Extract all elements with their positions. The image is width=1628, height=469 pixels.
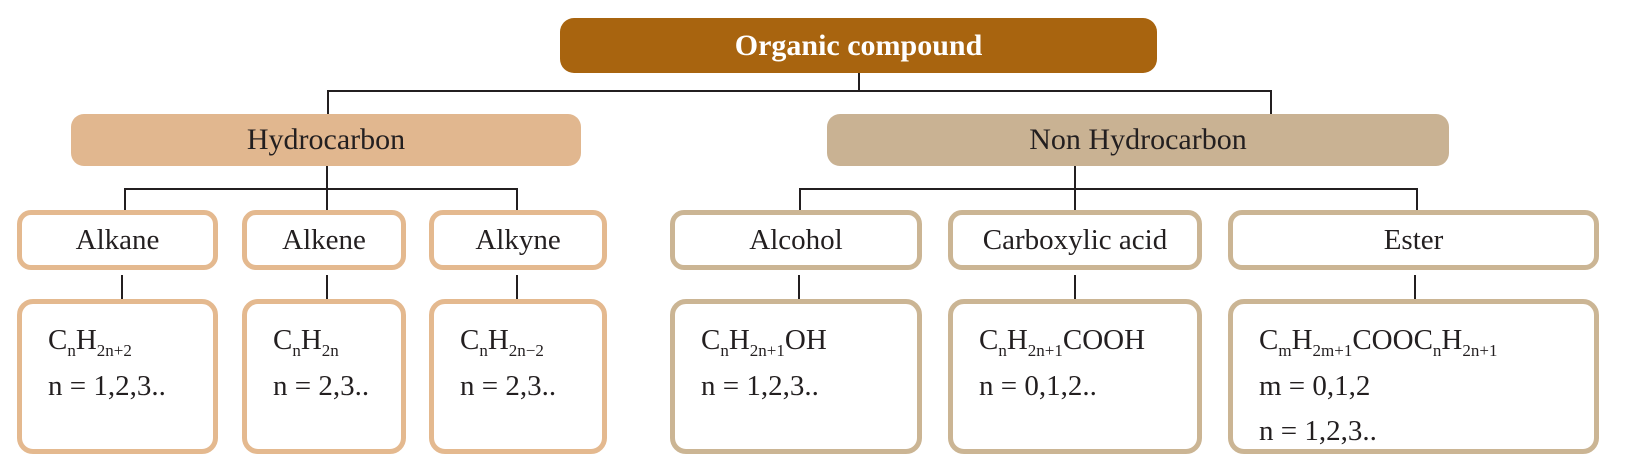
connector bbox=[327, 90, 1272, 92]
class-label: Ester bbox=[1383, 223, 1444, 256]
connector bbox=[1074, 275, 1076, 299]
class-label: Alkane bbox=[75, 223, 160, 256]
value-range: n = 1,2,3.. bbox=[1259, 415, 1377, 448]
connector bbox=[799, 188, 801, 210]
general-formula: CmH2m+1COOCnH2n+1 bbox=[1259, 324, 1498, 360]
category-non-hydrocarbon: Non Hydrocarbon bbox=[827, 114, 1449, 166]
formula-box-alkene: CnH2n n = 2,3.. bbox=[242, 299, 406, 454]
formula-box-alkane: CnH2n+2 n = 1,2,3.. bbox=[17, 299, 218, 454]
class-node-carboxylic-acid: Carboxylic acid bbox=[948, 210, 1202, 270]
connector bbox=[516, 275, 518, 299]
connector bbox=[121, 275, 123, 299]
value-range: n = 2,3.. bbox=[273, 370, 370, 403]
connector bbox=[799, 188, 1418, 190]
connector bbox=[326, 275, 328, 299]
value-range: n = 0,1,2.. bbox=[979, 370, 1097, 403]
value-range: m = 0,1,2 bbox=[1259, 370, 1371, 403]
class-label: Alcohol bbox=[749, 223, 843, 256]
class-node-alcohol: Alcohol bbox=[670, 210, 922, 270]
general-formula: CnH2n−2 bbox=[460, 324, 544, 360]
connector bbox=[858, 73, 860, 91]
value-range: n = 1,2,3.. bbox=[701, 370, 819, 403]
category-label: Non Hydrocarbon bbox=[1029, 123, 1247, 156]
category-label: Hydrocarbon bbox=[246, 123, 406, 156]
general-formula: CnH2n+1COOH bbox=[979, 324, 1146, 360]
general-formula: CnH2n+1OH bbox=[701, 324, 827, 360]
formula-box-alcohol: CnH2n+1OH n = 1,2,3.. bbox=[670, 299, 922, 454]
connector bbox=[124, 188, 126, 210]
value-range: n = 2,3.. bbox=[460, 370, 557, 403]
connector bbox=[1414, 275, 1416, 299]
connector bbox=[1270, 90, 1272, 114]
category-hydrocarbon: Hydrocarbon bbox=[71, 114, 581, 166]
connector bbox=[124, 188, 518, 190]
connector bbox=[1416, 188, 1418, 210]
general-formula: CnH2n bbox=[273, 324, 339, 360]
class-node-alkyne: Alkyne bbox=[429, 210, 607, 270]
general-formula: CnH2n+2 bbox=[48, 324, 132, 360]
class-node-ester: Ester bbox=[1228, 210, 1599, 270]
class-node-alkane: Alkane bbox=[17, 210, 218, 270]
class-label: Alkyne bbox=[475, 223, 561, 256]
formula-box-ester: CmH2m+1COOCnH2n+1 m = 0,1,2 n = 1,2,3.. bbox=[1228, 299, 1599, 454]
class-node-alkene: Alkene bbox=[242, 210, 406, 270]
connector bbox=[327, 90, 329, 114]
root-label: Organic compound bbox=[734, 28, 983, 62]
root-node-organic-compound: Organic compound bbox=[560, 18, 1157, 73]
value-range: n = 1,2,3.. bbox=[48, 370, 166, 403]
class-label: Carboxylic acid bbox=[982, 223, 1168, 256]
class-label: Alkene bbox=[282, 223, 366, 256]
formula-box-carboxylic-acid: CnH2n+1COOH n = 0,1,2.. bbox=[948, 299, 1202, 454]
connector bbox=[798, 275, 800, 299]
connector bbox=[516, 188, 518, 210]
formula-box-alkyne: CnH2n−2 n = 2,3.. bbox=[429, 299, 607, 454]
